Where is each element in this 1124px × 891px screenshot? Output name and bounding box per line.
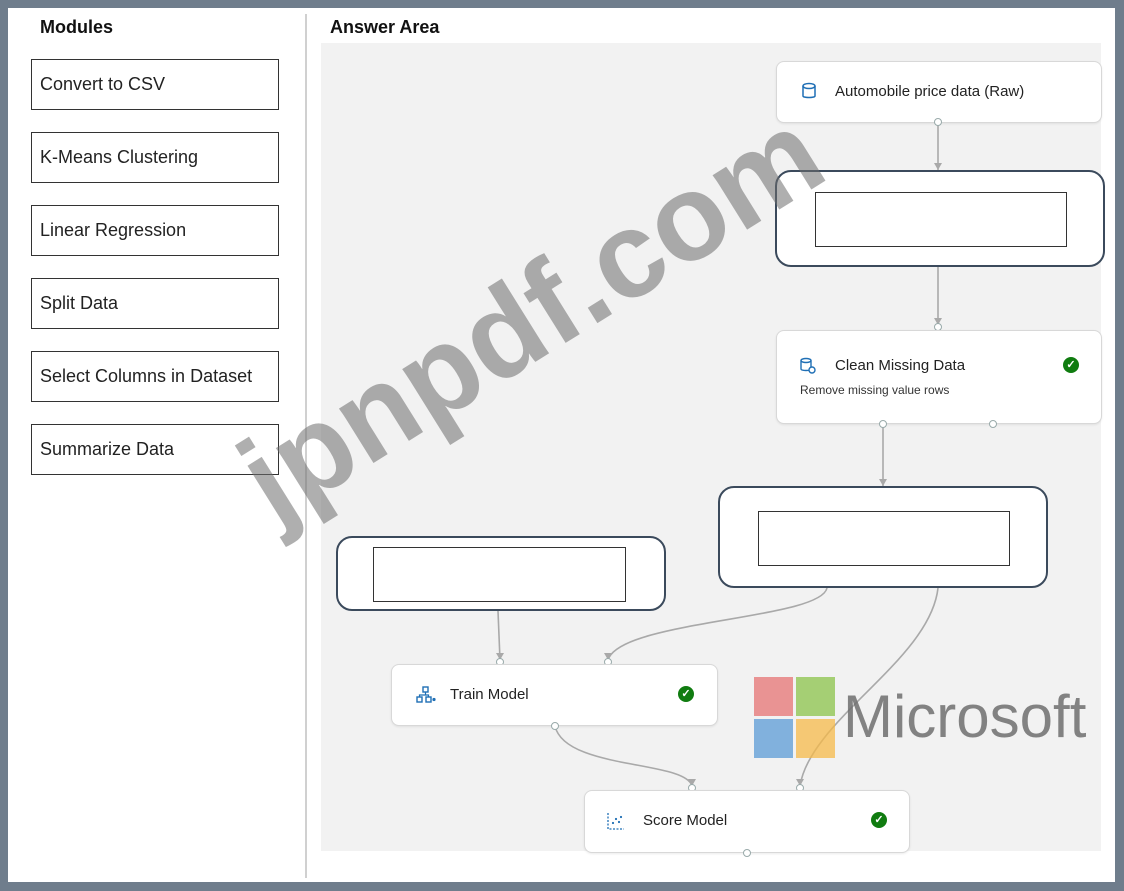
clean-data-icon [799,357,817,379]
node-train-model[interactable]: Train Model ✓ [391,664,718,726]
output-port[interactable] [551,722,559,730]
answer-slot-3[interactable] [758,511,1010,566]
success-check-icon: ✓ [678,686,694,702]
answer-area-title: Answer Area [330,17,440,37]
success-check-icon: ✓ [1063,357,1079,373]
answer-slot-2[interactable] [373,547,626,602]
node-label: Train Model [450,686,529,703]
answer-dropzone-1[interactable] [775,170,1105,267]
train-model-icon [416,686,436,708]
module-select-columns-in-dataset[interactable]: Select Columns in Dataset [31,351,279,402]
node-automobile-price-data[interactable]: Automobile price data (Raw) [776,61,1102,123]
module-split-data[interactable]: Split Data [31,278,279,329]
answer-slot-1[interactable] [815,192,1067,247]
node-label: Clean Missing Data [835,357,966,374]
module-summarize-data[interactable]: Summarize Data [31,424,279,475]
output-port[interactable] [989,420,997,428]
score-model-icon [607,812,625,834]
node-score-model[interactable]: Score Model ✓ [584,790,910,853]
module-k-means-clustering[interactable]: K-Means Clustering [31,132,279,183]
node-clean-missing-data[interactable]: Clean Missing Data Remove missing value … [776,330,1102,424]
output-port[interactable] [934,118,942,126]
answer-dropzone-3[interactable] [718,486,1048,588]
modules-title: Modules [40,17,114,37]
panel-divider [305,14,307,878]
node-label: Automobile price data (Raw) [835,83,1025,100]
node-label: Score Model [643,812,728,829]
module-convert-to-csv[interactable]: Convert to CSV [31,59,279,110]
output-port[interactable] [743,849,751,857]
module-linear-regression[interactable]: Linear Regression [31,205,279,256]
success-check-icon: ✓ [871,812,887,828]
pipeline-canvas [321,43,1101,851]
database-icon [801,82,817,104]
node-sublabel: Remove missing value rows [800,383,950,397]
output-port[interactable] [879,420,887,428]
answer-dropzone-2[interactable] [336,536,666,611]
